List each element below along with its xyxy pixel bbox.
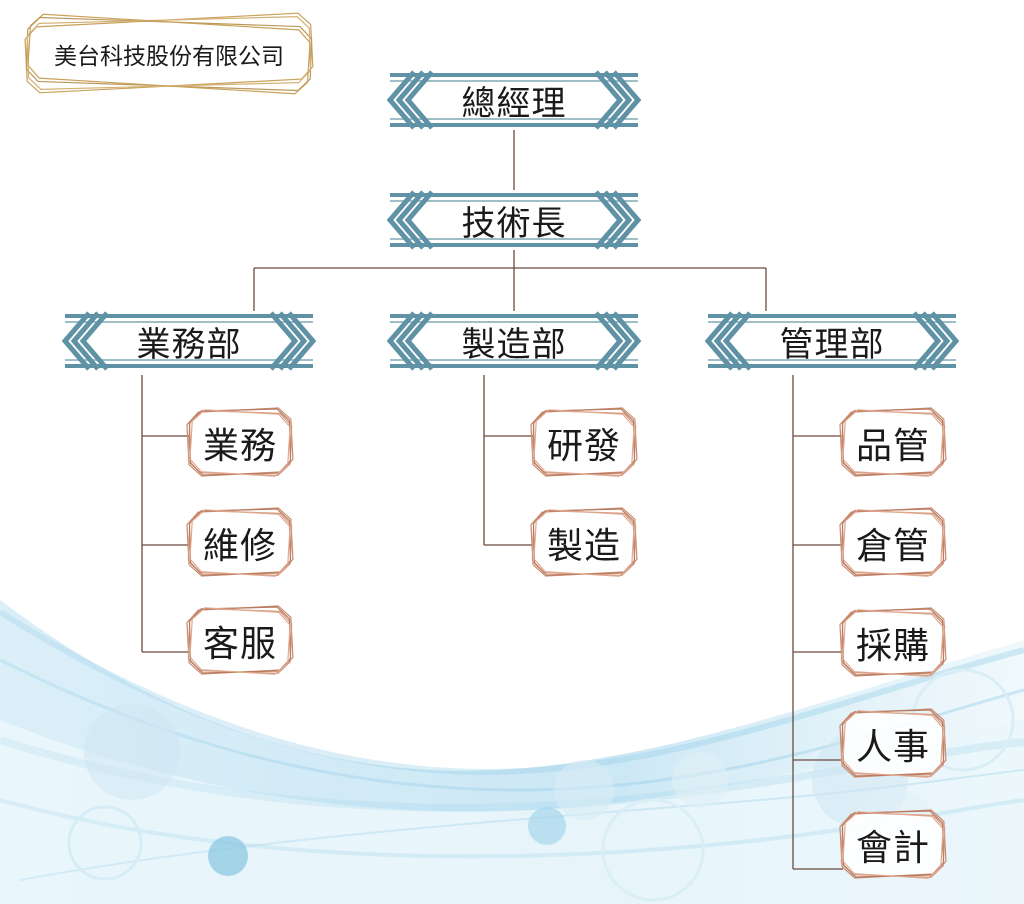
chevron-left-icon	[61, 311, 109, 371]
company-name: 美台科技股份有限公司	[54, 44, 284, 70]
bubble-5	[554, 760, 614, 820]
frame-unit-rnd	[530, 407, 638, 477]
bubble-4	[528, 807, 566, 845]
unit-repair: 維修	[202, 526, 277, 567]
wave-line-5	[19, 769, 1024, 881]
frame-unit-customer-service	[186, 605, 294, 675]
chevron-right-icon	[594, 311, 642, 371]
banner-sales	[61, 311, 317, 371]
frame-unit-repair	[186, 507, 294, 577]
frame-unit-hr	[839, 708, 947, 778]
ceo-node: 總經理	[461, 83, 567, 124]
banner-management	[704, 311, 960, 371]
chevron-right-icon	[912, 311, 960, 371]
frame-unit-accounting	[839, 809, 947, 879]
unit-production: 製造	[546, 526, 621, 567]
chevron-right-icon	[269, 311, 317, 371]
banner-ceo	[386, 70, 642, 130]
dept-management: 管理部	[779, 324, 885, 365]
unit-quality-control: 品管	[855, 426, 930, 467]
frame-unit-quality-control	[839, 407, 947, 477]
unit-warehouse: 倉管	[855, 526, 930, 567]
unit-sales: 業務	[202, 426, 277, 467]
bubble-6	[601, 798, 705, 902]
dept-manufacturing: 製造部	[461, 324, 567, 365]
bubble-3	[67, 805, 143, 881]
chevron-left-icon	[386, 190, 434, 250]
frame-unit-warehouse	[839, 507, 947, 577]
banner-cto	[386, 190, 642, 250]
unit-customer-service: 客服	[202, 624, 277, 665]
chevron-left-icon	[704, 311, 752, 371]
chevron-right-icon	[594, 70, 642, 130]
frame-unit-sales	[186, 407, 294, 477]
frame-unit-production	[530, 507, 638, 577]
bubble-2	[208, 836, 248, 876]
wave-band-pale	[0, 720, 1024, 904]
chevron-left-icon	[386, 70, 434, 130]
cto-node: 技術長	[461, 203, 567, 244]
banner-manufacturing	[386, 311, 642, 371]
frame-company	[24, 12, 314, 95]
unit-rnd: 研發	[546, 426, 621, 467]
unit-hr: 人事	[855, 727, 930, 768]
bubble-1	[84, 704, 180, 800]
unit-purchasing: 採購	[855, 626, 930, 667]
chevron-left-icon	[386, 311, 434, 371]
wave-line-1	[0, 609, 1024, 776]
unit-accounting: 會計	[855, 828, 930, 869]
bubble-7	[672, 752, 728, 808]
frame-unit-purchasing	[839, 607, 947, 677]
dept-sales: 業務部	[136, 324, 242, 365]
chevron-right-icon	[594, 190, 642, 250]
